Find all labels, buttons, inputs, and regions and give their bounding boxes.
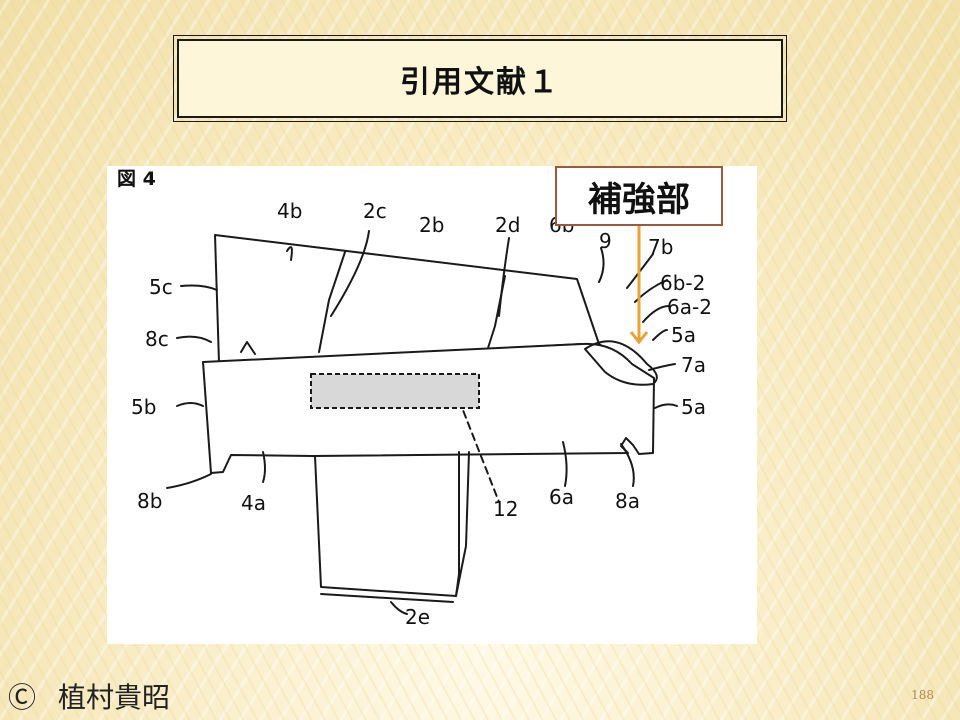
footer-copyright: Ⓒ 植村貴昭 [8,676,170,716]
label-5b: 5b [131,395,156,419]
callout-label: 補強部 [588,179,690,220]
label-8b: 8b [137,489,162,513]
label-5c: 5c [149,275,173,299]
label-5a-top: 5a [671,323,696,347]
adhesive-region [310,373,480,409]
bottom-flap [314,451,470,597]
copyright-icon: Ⓒ [8,681,37,714]
patent-figure: 図 4 4b 2c 2b 2d 6b 9 7b 6b-2 6a-2 5a 7a … [107,166,757,644]
label-12: 12 [493,497,518,521]
label-6a: 6a [549,485,574,509]
leader-12 [458,399,500,503]
callout-reinforcement: 補強部 [555,166,723,226]
label-2e: 2e [405,605,430,629]
label-2d: 2d [495,213,520,237]
bottom-flap-edge [320,593,454,603]
label-6a-2: 6a-2 [667,295,712,319]
patent-drawing: 図 4 4b 2c 2b 2d 6b 9 7b 6b-2 6a-2 5a 7a … [117,168,712,629]
label-7b: 7b [648,235,673,259]
label-6b-2: 6b-2 [660,271,705,295]
label-4a: 4a [241,491,266,515]
callout-arrow [629,226,649,345]
label-5a-right: 5a [681,395,706,419]
label-2b: 2b [419,213,444,237]
slide-title-box: 引用文献１ [173,35,787,122]
label-8a: 8a [615,489,640,513]
footer-author: 植村貴昭 [58,681,171,714]
bottom-flap-fold [455,451,460,597]
figure-caption: 図 4 [117,168,156,190]
fold-line-2c [318,251,346,353]
label-2c: 2c [363,199,387,223]
label-7a: 7a [681,353,706,377]
notch-8c [240,341,256,355]
page-number: 188 [911,688,934,702]
label-8c: 8c [145,327,169,351]
reinforcement-region [584,340,658,386]
slide-title: 引用文献１ [400,64,560,100]
label-4b: 4b [277,199,302,223]
label-9: 9 [599,229,612,253]
